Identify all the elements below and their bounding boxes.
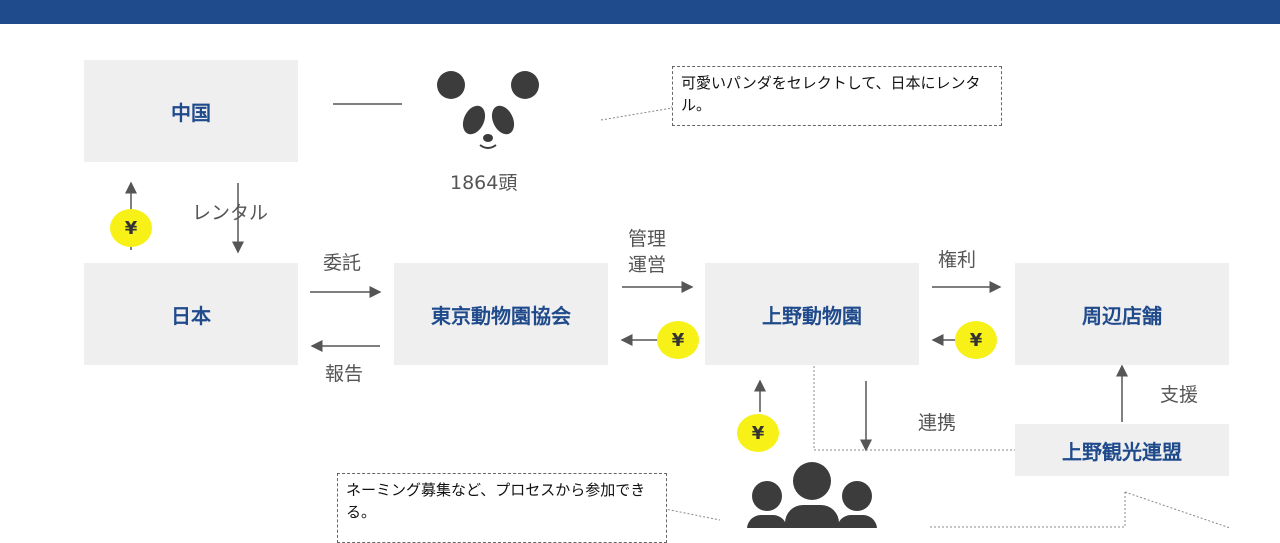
partial-callout-shape-edge	[1124, 491, 1231, 528]
edge-label-report: 報告	[325, 363, 364, 385]
panda-note-pointer	[600, 106, 673, 121]
money-yen-badge-china-japan: ¥	[110, 209, 152, 247]
panda-icon	[437, 71, 539, 149]
panda-count: 1864頭	[450, 172, 518, 194]
partnership-dashed-link	[813, 366, 1015, 451]
edge-label-partnership: 連携	[918, 412, 957, 434]
money-yen-badge-zoo-assoc: ¥	[657, 321, 699, 359]
node-japan: 日本	[84, 263, 298, 365]
naming-note-pointer	[659, 507, 721, 521]
people-group-icon	[747, 462, 877, 528]
header-bar	[0, 0, 1280, 24]
node-ueno-zoo: 上野動物園	[705, 263, 919, 365]
panda-note-callout: 可愛いパンダをセレクトして、日本にレンタル。	[672, 66, 1002, 126]
node-ueno-tourism-federation: 上野観光連盟	[1015, 424, 1229, 476]
diagram-connectors	[125, 71, 1231, 528]
edge-label-rights: 権利	[938, 249, 977, 271]
node-china: 中国	[84, 60, 298, 162]
money-yen-badge-shops-zoo: ¥	[955, 321, 997, 359]
money-yen-badge-people-zoo: ¥	[737, 414, 779, 452]
naming-note-callout: ネーミング募集など、プロセスから参加できる。	[337, 473, 667, 543]
edge-label-rental: レンタル	[192, 202, 269, 224]
node-surrounding-shops: 周辺店舗	[1015, 263, 1229, 365]
edge-label-support: 支援	[1160, 384, 1199, 406]
node-tokyo-zoo-association: 東京動物園協会	[394, 263, 608, 365]
edge-label-management: 管理運営	[628, 228, 667, 276]
edge-label-entrust: 委託	[323, 252, 362, 274]
